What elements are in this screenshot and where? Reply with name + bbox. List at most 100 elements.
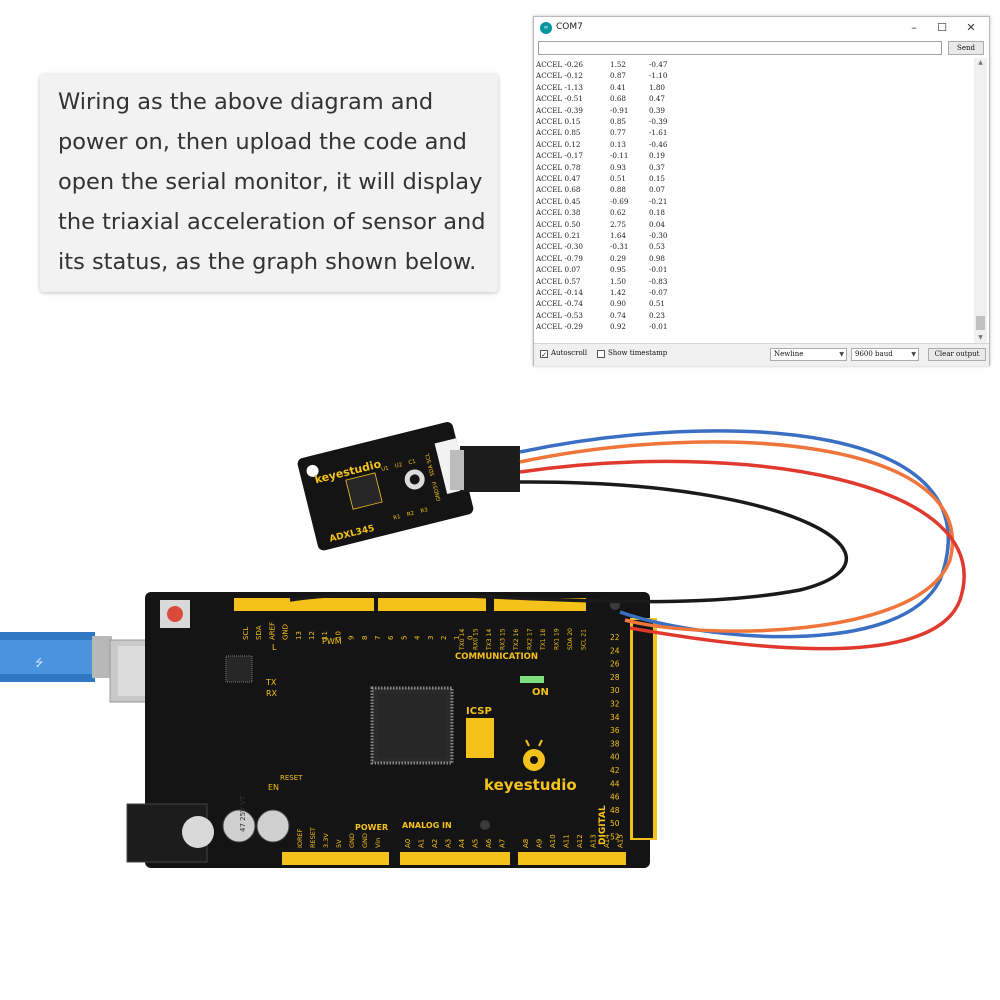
analog-pin-label: A4 (458, 838, 466, 848)
serial-cell: ACCEL 0.50 (536, 219, 581, 229)
top-pin-label: 11 (321, 631, 329, 640)
digital-pin-label: 36 (610, 726, 620, 735)
serial-cell: 0.62 (610, 208, 627, 218)
wire-red (519, 459, 966, 651)
power-label: POWER (355, 823, 388, 832)
serial-cell: -0.31 (610, 242, 629, 252)
serial-input[interactable] (538, 41, 942, 55)
icsp-label: ICSP (466, 706, 492, 717)
caption-line: power on, then upload the code and (58, 129, 467, 155)
serial-cell: -0.21 (649, 196, 668, 206)
minimize-button[interactable]: – (911, 21, 917, 34)
serial-cell: 0.98 (649, 253, 666, 263)
serial-cell: 0.23 (649, 310, 666, 320)
jumper-wires (289, 429, 966, 651)
timestamp-checkbox[interactable] (597, 350, 605, 358)
digital-pin-label: 40 (610, 753, 620, 762)
serial-cell: ACCEL -0.29 (536, 322, 583, 332)
top-pin-label: 12 (308, 631, 316, 640)
serial-cell: ACCEL -0.39 (536, 105, 583, 115)
comm-pin-label: TX1 18 (540, 629, 547, 651)
serial-cell: 1.52 (610, 60, 627, 69)
serial-cell: ACCEL -0.30 (536, 242, 583, 252)
serial-cell: -0.01 (649, 322, 668, 332)
baud-value: 9600 baud (855, 350, 893, 358)
serial-cell: ACCEL -0.79 (536, 253, 583, 263)
analog-pin-label: A6 (485, 838, 493, 848)
scrollbar[interactable]: ▲ ▼ (974, 58, 987, 343)
top-pin-label: 4 (414, 635, 422, 640)
top-pin-label: SDA (255, 625, 263, 640)
comm-pin-label: TX3 14 (486, 629, 493, 651)
serial-cell: ACCEL -0.17 (536, 151, 583, 161)
module-component-label: U2 (394, 462, 403, 470)
top-pin-label: 6 (387, 635, 395, 640)
analog-pin-label: A2 (431, 839, 439, 848)
clear-output-button[interactable]: Clear output (928, 348, 986, 361)
arduino-icon: ∞ (540, 22, 552, 34)
digital-pin-label: 46 (610, 793, 620, 802)
serial-cell: 0.18 (649, 208, 666, 218)
autoscroll-checkbox[interactable]: ✓ (540, 350, 548, 359)
chevron-down-icon: ▼ (839, 351, 844, 358)
power-pin-label: Vin (374, 838, 382, 848)
caption-line: Wiring as the above diagram and (58, 89, 434, 115)
serial-cell: -0.39 (649, 117, 668, 126)
serial-cell: ACCEL -0.53 (536, 310, 583, 320)
maximize-button[interactable]: ☐ (937, 21, 947, 34)
window-title: COM7 (556, 22, 583, 32)
serial-cell: 0.13 (610, 139, 627, 149)
l-label: L (272, 643, 277, 652)
serial-cell: -0.01 (649, 265, 668, 275)
title-bar[interactable]: ∞ COM7 – ☐ ✕ (534, 17, 989, 39)
serial-cell: 0.85 (610, 117, 627, 126)
digital-pin-label: 42 (610, 766, 620, 775)
analog-pin-label: A8 (522, 839, 530, 848)
scroll-thumb[interactable] (976, 316, 985, 330)
serial-cell: ACCEL 0.12 (536, 139, 581, 149)
serial-cell: ACCEL -0.26 (536, 60, 583, 69)
close-button[interactable]: ✕ (966, 21, 976, 34)
module-component-label: R2 (406, 511, 415, 519)
serial-cell: -1.10 (649, 71, 668, 81)
serial-cell: 0.39 (649, 105, 666, 115)
capacitor-label: 47 25V VT (239, 795, 247, 832)
serial-cell: 0.68 (610, 94, 627, 104)
comm-pin-label: SCL 21 (581, 629, 588, 650)
serial-cell: 1.64 (610, 231, 627, 240)
serial-cell: 0.87 (610, 71, 627, 81)
comm-pin-label: RX3 15 (500, 628, 507, 650)
serial-cell: -1.61 (649, 128, 668, 138)
send-button[interactable]: Send (948, 41, 984, 55)
tx-label: TX (265, 678, 277, 687)
comm-pin-label: RX2 17 (527, 628, 534, 650)
rx-label: RX (266, 689, 278, 698)
scroll-up-icon[interactable]: ▲ (978, 59, 983, 66)
top-pin-label: 8 (361, 636, 369, 640)
module-pin-label: 5V (432, 480, 440, 489)
serial-cell: 0.15 (649, 174, 666, 183)
serial-cell: 0.95 (610, 265, 627, 275)
on-label: ON (532, 687, 549, 698)
analog-in-label: ANALOG IN (402, 821, 452, 830)
module-pin-label: SCL (425, 451, 434, 463)
serial-cell: 1.50 (610, 276, 627, 286)
baud-select[interactable]: 9600 baud ▼ (851, 348, 919, 361)
line-ending-select[interactable]: Newline ▼ (770, 348, 847, 361)
digital-pin-label: 24 (610, 646, 620, 655)
digital-pin-label: 48 (610, 806, 620, 815)
serial-cell: 0.04 (649, 219, 666, 229)
analog-pin-label: A15 (617, 834, 625, 848)
communication-label: COMMUNICATION (455, 652, 538, 662)
analog-pin-label: A10 (549, 834, 557, 848)
scroll-down-icon[interactable]: ▼ (978, 334, 983, 341)
serial-cell: ACCEL 0.45 (536, 196, 581, 206)
module-component-label: R1 (393, 514, 402, 522)
analog-pin-label: A14 (603, 834, 611, 848)
bug-logo-icon (523, 739, 545, 771)
serial-cell: -0.91 (610, 105, 629, 115)
power-pin-label: GND (361, 833, 369, 848)
digital-pin-label: 38 (610, 739, 620, 748)
